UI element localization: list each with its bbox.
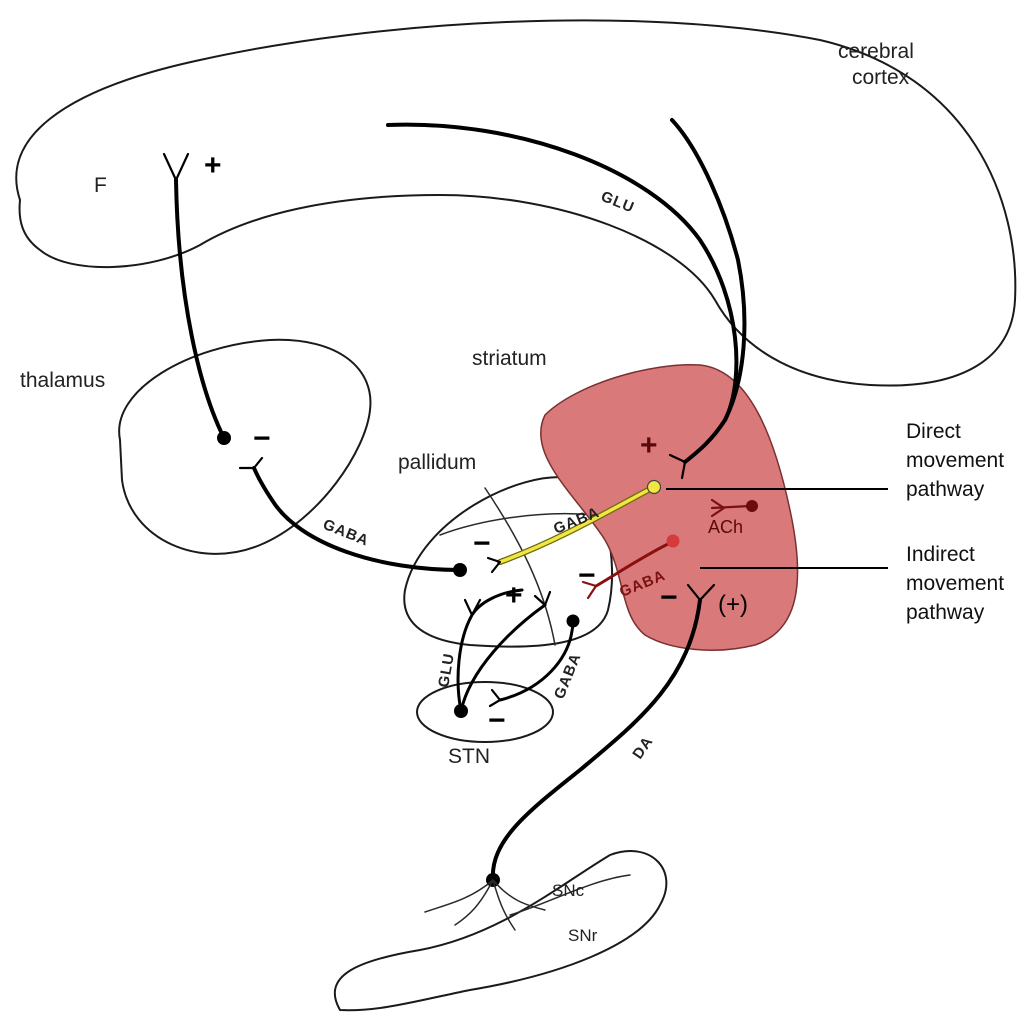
- da-inhibit-sign: −: [660, 581, 678, 614]
- pallidum-label: pallidum: [398, 451, 476, 474]
- ach-neuron: [746, 500, 758, 512]
- direct-pathway-line2: movement: [906, 449, 1004, 472]
- cortex-label-line1: cerebral: [838, 40, 914, 63]
- dopamine-label: DA: [629, 733, 657, 762]
- indirect-pathway-line3: pathway: [906, 601, 985, 624]
- cortex-label-line2: cortex: [852, 66, 910, 89]
- pallidothalamic-axon: [254, 468, 460, 570]
- snc-dendrites: [425, 880, 545, 930]
- thalamic-sign: −: [253, 422, 271, 455]
- frontal-terminal: [164, 154, 188, 180]
- thalamus-label: thalamus: [20, 369, 105, 392]
- stn-label: STN: [448, 745, 490, 768]
- stn-glu-axon-2: [461, 605, 545, 711]
- striatal-cortical-sign: +: [640, 429, 658, 462]
- pallidal-indirect-sign: −: [578, 559, 596, 592]
- ach-label: ACh: [708, 517, 743, 537]
- stn-neuron: [454, 704, 468, 718]
- snc-label: SNc: [552, 881, 585, 900]
- pallidal-neuron-stn: [567, 615, 580, 628]
- indirect-pathway-neuron: [667, 535, 680, 548]
- da-excite-sign: (+): [718, 591, 748, 618]
- pallidal-gaba-label: GABA: [551, 650, 585, 701]
- indirect-pathway-line2: movement: [906, 572, 1004, 595]
- striatum-label: striatum: [472, 347, 547, 370]
- frontal-label: F: [94, 174, 107, 197]
- snr-label: SNr: [568, 926, 598, 945]
- thalamocortical-axon: [176, 180, 224, 438]
- thalamic-neuron: [217, 431, 231, 445]
- indirect-pathway-line1: Indirect: [906, 543, 975, 566]
- pallidal-direct-sign: −: [473, 527, 491, 560]
- direct-pathway-line1: Direct: [906, 420, 961, 443]
- direct-pathway-neuron: [648, 481, 661, 494]
- thalamic-terminal: [240, 458, 262, 468]
- substantia-nigra-outline: [335, 851, 667, 1010]
- stn-outline: [417, 682, 553, 742]
- frontal-sign: +: [204, 149, 222, 182]
- stn-glu-label: GLU: [435, 652, 458, 689]
- stn-sign: −: [488, 704, 506, 737]
- direct-gaba-label: GABA: [551, 504, 602, 538]
- pallidal-neuron-out: [453, 563, 467, 577]
- direct-pathway-line3: pathway: [906, 478, 985, 501]
- pallidal-stn-sign: +: [505, 579, 523, 612]
- cortical-glu-label: GLU: [599, 188, 638, 217]
